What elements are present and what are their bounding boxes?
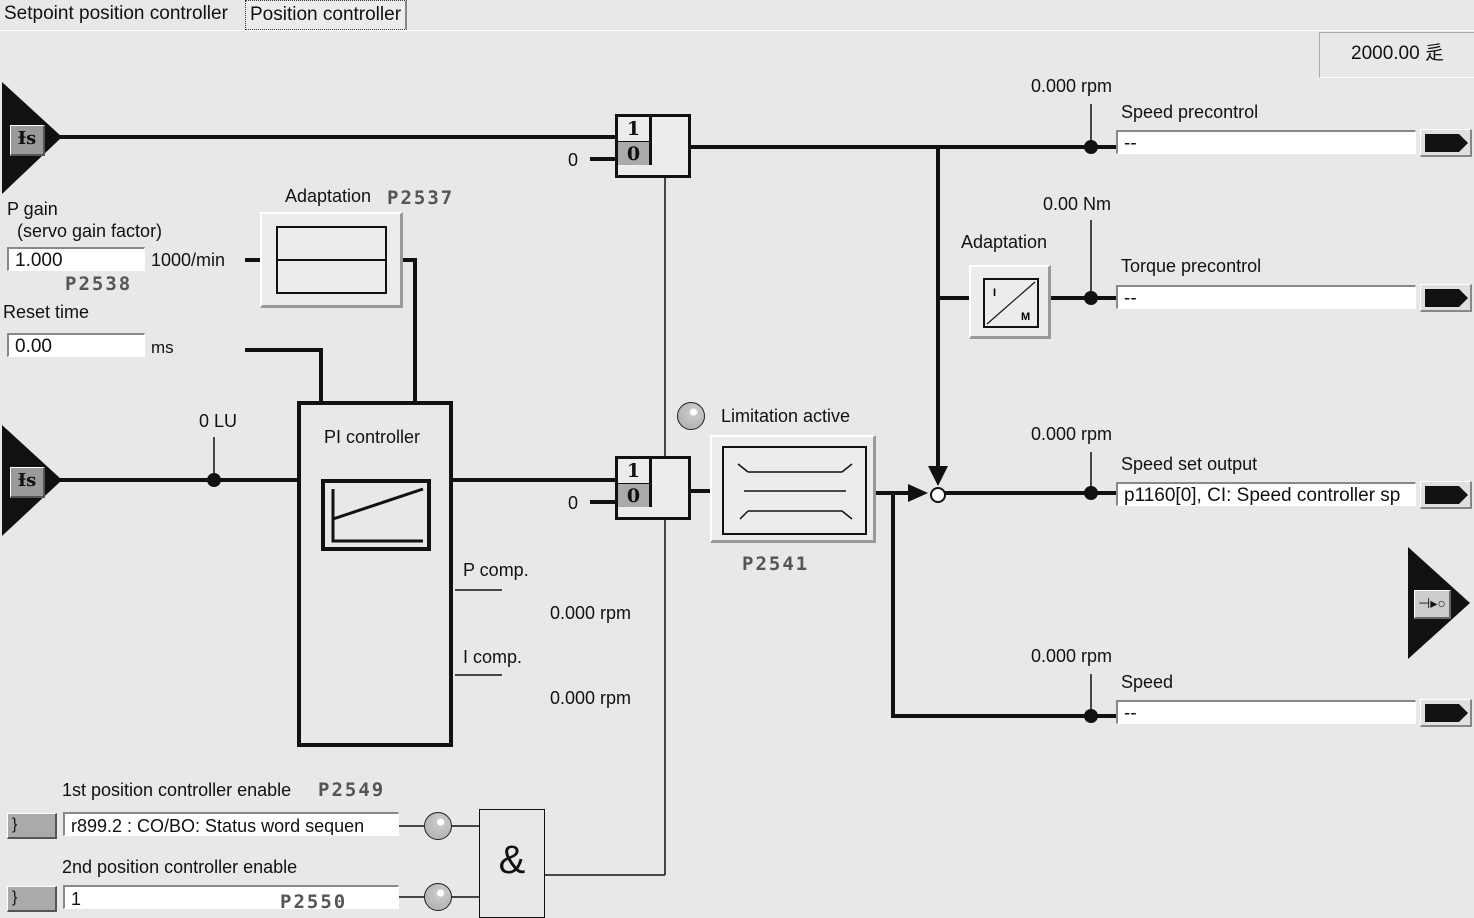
arrow-right-icon (1425, 486, 1468, 504)
adaptation-left-label: Adaptation (285, 186, 372, 206)
wire-speed (891, 493, 1118, 718)
tab-bar: Setpoint position controller Position co… (0, 0, 1474, 31)
enable-2-value: 1 (71, 889, 82, 909)
speed-value: 0.000 rpm (1031, 646, 1113, 666)
junction-dot (207, 473, 221, 487)
torque-precontrol-output-button[interactable] (1420, 284, 1472, 312)
limitation-label: Limitation active (721, 406, 851, 426)
enable-2-input-button[interactable]: } (7, 886, 57, 912)
tab-setpoint-position-controller[interactable]: Setpoint position controller (4, 3, 228, 24)
m-letter: M (1021, 311, 1030, 323)
junction-dot (1084, 709, 1098, 723)
arrow-right-icon (1425, 134, 1468, 152)
i-comp-value: 0.000 rpm (550, 688, 632, 708)
adaptation-right-block[interactable]: I M (969, 265, 1051, 339)
reset-time-label: Reset time (3, 302, 90, 322)
torque-precontrol-label: Torque precontrol (1121, 256, 1262, 276)
limiter-block[interactable] (710, 435, 876, 543)
bracket-icon: } (12, 889, 18, 906)
speed-precontrol-field[interactable]: -- (1116, 130, 1416, 154)
p-gain-label: P gain (7, 199, 58, 219)
speed-set-output-field[interactable]: p1160[0], CI: Speed controller sp (1116, 482, 1416, 506)
top-value-display: 2000.00 ⾡ (1319, 32, 1474, 78)
enable-1-input-button[interactable]: } (7, 813, 57, 839)
speed-set-output-label: Speed set output (1121, 454, 1258, 474)
limiter-icon (722, 446, 867, 535)
switch-mid-zero-input: 0 (568, 493, 579, 513)
setpoint-input-icon[interactable]: Ɨs (10, 125, 45, 156)
switch-top[interactable]: 1 0 (615, 114, 691, 178)
tab-position-controller[interactable]: Position controller (245, 0, 408, 30)
adaptation-table-icon (276, 226, 387, 294)
wire-adaptation-to-pi (402, 258, 417, 402)
controller-jump-icon[interactable]: ⊣▸○ (1414, 590, 1451, 619)
arrow-right-icon (1425, 704, 1468, 722)
sum-arrow-right (908, 484, 928, 502)
bracket-icon: } (12, 816, 18, 833)
speed-precontrol-output-button[interactable] (1420, 129, 1472, 157)
p-gain-unit: 1000/min (151, 250, 226, 270)
speed-set-output-button[interactable] (1420, 481, 1472, 509)
speed-precontrol-label: Speed precontrol (1121, 102, 1259, 122)
top-value: 2000.00 (1351, 43, 1420, 64)
p-gain-sublabel: (servo gain factor) (17, 221, 163, 241)
limitation-led-icon (677, 402, 705, 430)
speed-set-output-value: 0.000 rpm (1031, 424, 1113, 444)
p-gain-param: P2538 (65, 273, 133, 295)
enable-1-param: P2549 (318, 779, 386, 801)
switch-mid-0: 0 (618, 483, 652, 507)
switch-top-0: 0 (618, 141, 652, 165)
setpoint-input-icon[interactable]: Ɨs (10, 467, 45, 498)
enable-2-label: 2nd position controller enable (62, 857, 298, 877)
switch-top-1: 1 (618, 117, 652, 141)
speed-field[interactable]: -- (1116, 700, 1416, 724)
enable-1-led-icon (424, 812, 452, 840)
speed-torque-icon: I M (983, 278, 1039, 328)
unit-glyph: ⾡ (1424, 43, 1444, 64)
speed-precontrol-value: 0.000 rpm (1031, 76, 1113, 96)
and-symbol: & (498, 838, 526, 882)
junction-dot (1084, 486, 1098, 500)
torque-precontrol-value: 0.00 Nm (1043, 194, 1112, 214)
adaptation-left-block[interactable] (260, 212, 403, 308)
switch-mid-1: 1 (618, 459, 652, 483)
enable-2-field[interactable]: 1 (63, 885, 399, 909)
speed-output-button[interactable] (1420, 699, 1472, 727)
adaptation-left-param: P2537 (387, 187, 455, 209)
i-comp-label: I comp. (463, 647, 523, 667)
reset-time-input[interactable]: 0.00 (7, 333, 145, 357)
enable-2-param: P2550 (280, 891, 348, 913)
sum-arrow-down (928, 466, 948, 486)
junction-dot (1084, 291, 1098, 305)
wire-reset-to-pi (245, 348, 323, 402)
pi-response-icon (321, 479, 431, 551)
and-gate: & (479, 809, 545, 918)
enable-1-label: 1st position controller enable (62, 780, 292, 800)
switch-top-zero-input: 0 (568, 150, 579, 170)
mid-signal-value: 0 LU (199, 411, 238, 431)
adaptation-right-label: Adaptation (961, 232, 1048, 252)
junction-dot (1084, 140, 1098, 154)
reset-time-unit: ms (151, 338, 174, 357)
speed-label: Speed (1121, 672, 1174, 692)
limiter-param: P2541 (742, 553, 810, 575)
torque-precontrol-field[interactable]: -- (1116, 285, 1416, 309)
pi-controller-title: PI controller (324, 427, 421, 447)
p-comp-value: 0.000 rpm (550, 603, 632, 623)
i-letter: I (993, 287, 996, 299)
pi-controller-block[interactable]: PI controller (297, 401, 453, 747)
enable-2-led-icon (424, 883, 452, 911)
arrow-right-icon (1425, 289, 1468, 307)
p-comp-label: P comp. (463, 560, 529, 580)
switch-mid[interactable]: 1 0 (615, 456, 691, 520)
summation-node (930, 487, 946, 503)
enable-1-field[interactable]: r899.2 : CO/BO: Status word sequen (63, 812, 399, 836)
p-gain-input[interactable]: 1.000 (7, 247, 145, 271)
